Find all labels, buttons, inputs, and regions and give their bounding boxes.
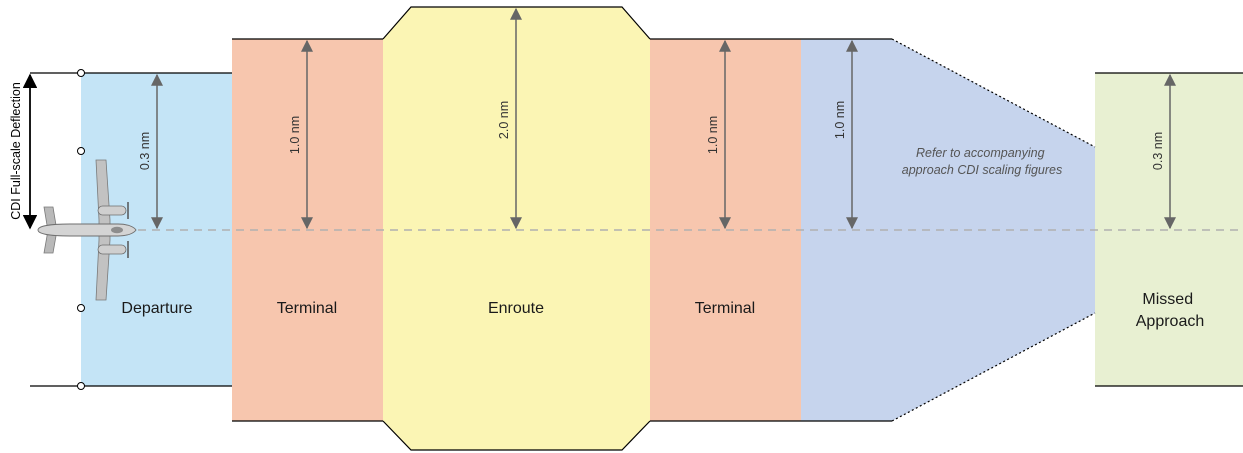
approach-note-line-1: Refer to accompanying bbox=[916, 146, 1045, 160]
cdi-axis-label: CDI Full-scale Deflection bbox=[9, 82, 23, 220]
cdi-dots bbox=[77, 69, 85, 390]
missed-approach-distance-label: 0.3 nm bbox=[1151, 132, 1165, 170]
terminal-2-label: Terminal bbox=[695, 300, 755, 317]
departure-distance-label: 0.3 nm bbox=[138, 132, 152, 170]
cdi-dot bbox=[77, 382, 85, 390]
twin-engine-airplane-icon bbox=[37, 159, 137, 301]
missed-approach-label-line-2: Approach bbox=[1136, 313, 1205, 330]
terminal-1-label: Terminal bbox=[277, 300, 337, 317]
approach-note: Refer to accompanying approach CDI scali… bbox=[902, 146, 1063, 177]
cdi-dot bbox=[77, 147, 85, 155]
missed-approach-label: Missed Approach bbox=[1136, 291, 1205, 330]
departure-label: Departure bbox=[121, 300, 192, 317]
cdi-dot bbox=[77, 69, 85, 77]
zone-boundaries bbox=[30, 6, 1243, 451]
approach-distance-label: 1.0 nm bbox=[833, 101, 847, 139]
missed-approach-label-line-1: Missed bbox=[1142, 291, 1193, 308]
cdi-dot bbox=[77, 304, 85, 312]
terminal-2-distance-label: 1.0 nm bbox=[706, 116, 720, 154]
distance-arrows bbox=[151, 7, 1176, 230]
approach-zone bbox=[801, 39, 1095, 421]
enroute-label: Enroute bbox=[488, 300, 544, 317]
enroute-distance-label: 2.0 nm bbox=[497, 101, 511, 139]
terminal-1-distance-label: 1.0 nm bbox=[288, 116, 302, 154]
approach-note-line-2: approach CDI scaling figures bbox=[902, 163, 1063, 177]
